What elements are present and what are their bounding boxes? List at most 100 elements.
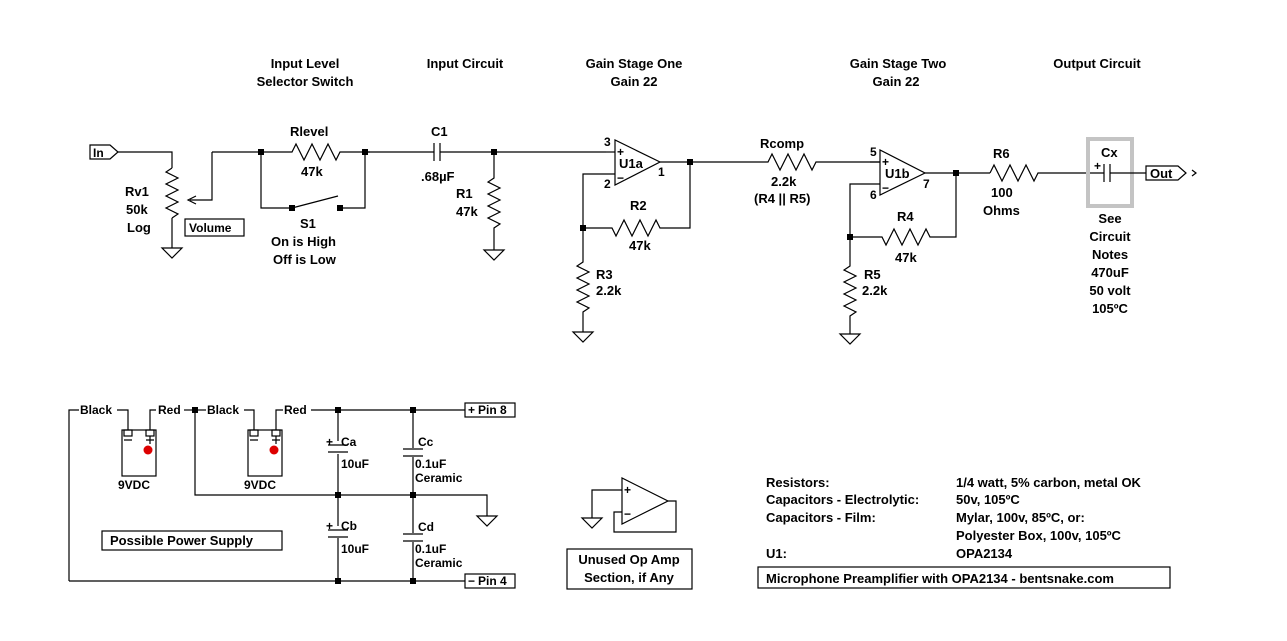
- rv1-potentiometer: Rv1 50k Log Volume: [125, 152, 245, 259]
- u1b-pin-minus: 6: [870, 188, 877, 202]
- footer-title: Microphone Preamplifier with OPA2134 - b…: [766, 571, 1114, 586]
- c1-value: .68µF: [421, 169, 455, 184]
- battery-1-icon: [121, 429, 157, 477]
- r3-value: 2.2k: [596, 283, 622, 298]
- cx-note-4: 470uF: [1091, 265, 1129, 280]
- notes-table: Resistors: 1/4 watt, 5% carbon, metal OK…: [757, 475, 1171, 589]
- rcomp-name: Rcomp: [760, 136, 804, 151]
- u1a-name: U1a: [619, 156, 644, 171]
- svg-text:−: −: [882, 181, 889, 195]
- note-label-electrolytic: Capacitors - Electrolytic:: [766, 492, 919, 507]
- pin4-sign: −: [468, 574, 475, 588]
- battery-1-label: 9VDC: [118, 478, 150, 492]
- svg-text:−: −: [624, 507, 631, 521]
- power-supply: Black Red Black Red 9VDC 9VDC: [68, 402, 516, 589]
- u1b-name: U1b: [885, 166, 910, 181]
- title-input-level-2: Selector Switch: [257, 74, 354, 89]
- note-value-electrolytic: 50v, 105ºC: [956, 492, 1020, 507]
- u1b-stage: + − U1b 5 6 7 R4 47k R5 2.2k: [838, 145, 990, 345]
- title-input-level-1: Input Level: [271, 56, 340, 71]
- input-port-label: In: [93, 146, 104, 160]
- svg-text:+: +: [326, 519, 333, 533]
- note-label-film: Capacitors - Film:: [766, 510, 876, 525]
- cx-note-5: 50 volt: [1089, 283, 1131, 298]
- input-port: In: [89, 144, 173, 168]
- note-label-u1: U1:: [766, 546, 787, 561]
- svg-text:+: +: [1094, 159, 1101, 173]
- ca-value: 10uF: [341, 457, 369, 471]
- s1-note-low: Off is Low: [273, 252, 337, 267]
- svg-text:−: −: [617, 171, 624, 185]
- c1-name: C1: [431, 124, 448, 139]
- u1b-pin-plus: 5: [870, 145, 877, 159]
- batt1-black-label: Black: [80, 403, 112, 417]
- r5-value: 2.2k: [862, 283, 888, 298]
- title-gain-two-value: Gain 22: [873, 74, 920, 89]
- r4-name: R4: [897, 209, 914, 224]
- unused-label-1: Unused Op Amp: [578, 552, 679, 567]
- u1b-pin-out: 7: [923, 177, 930, 191]
- note-value-u1: OPA2134: [956, 546, 1013, 561]
- cd-value: 0.1uF: [415, 542, 446, 556]
- rv1-taper: Log: [127, 220, 151, 235]
- u1a-pin-out: 1: [658, 165, 665, 179]
- rcomp-value: 2.2k: [771, 174, 797, 189]
- batt2-red-label: Red: [284, 403, 307, 417]
- rcomp-resistor: Rcomp 2.2k (R4 || R5): [720, 136, 880, 206]
- pin8-sign: +: [468, 403, 475, 417]
- s1-note-high: On is High: [271, 234, 336, 249]
- rv1-name: Rv1: [125, 184, 149, 199]
- note-value-film-alt: Polyester Box, 100v, 105ºC: [956, 528, 1122, 543]
- rlevel-value: 47k: [301, 164, 323, 179]
- note-value-film: Mylar, 100v, 85ºC, or:: [956, 510, 1085, 525]
- r4-value: 47k: [895, 250, 917, 265]
- title-output-circuit: Output Circuit: [1053, 56, 1141, 71]
- section-titles: Input Level Selector Switch Input Circui…: [257, 56, 1142, 89]
- s1-name: S1: [300, 216, 316, 231]
- cb-value: 10uF: [341, 542, 369, 556]
- ca-name: Ca: [341, 435, 357, 449]
- title-input-circuit: Input Circuit: [427, 56, 504, 71]
- svg-text:+: +: [882, 155, 889, 169]
- unused-opamp: + − Unused Op Amp Section, if Any: [566, 477, 693, 590]
- title-gain-stage-two: Gain Stage Two: [850, 56, 947, 71]
- batt2-black-label: Black: [207, 403, 239, 417]
- r2-name: R2: [630, 198, 647, 213]
- cx-note-3: Notes: [1092, 247, 1128, 262]
- title-gain-stage-one: Gain Stage One: [586, 56, 683, 71]
- svg-text:+: +: [617, 145, 624, 159]
- output-circuit: + Out R6 100 Ohms Cx See Circuit Notes 4…: [983, 137, 1197, 316]
- cx-note-6: 105ºC: [1092, 301, 1128, 316]
- battery-2-label: 9VDC: [244, 478, 276, 492]
- cx-note-2: Circuit: [1089, 229, 1131, 244]
- r1-value: 47k: [456, 204, 478, 219]
- cx-note-1: See: [1098, 211, 1121, 226]
- r6-unit: Ohms: [983, 203, 1020, 218]
- pin8-label: Pin 8: [478, 403, 507, 417]
- batt1-red-label: Red: [158, 403, 181, 417]
- rv1-volume-label: Volume: [189, 221, 232, 235]
- note-label-resistors: Resistors:: [766, 475, 830, 490]
- power-supply-label: Possible Power Supply: [110, 533, 254, 548]
- r1-name: R1: [456, 186, 473, 201]
- r5-name: R5: [864, 267, 881, 282]
- battery-2-icon: [247, 429, 283, 477]
- svg-text:+: +: [624, 483, 631, 497]
- cc-name: Cc: [418, 435, 434, 449]
- rlevel-name: Rlevel: [290, 124, 328, 139]
- r3-name: R3: [596, 267, 613, 282]
- u1a-pin-minus: 2: [604, 177, 611, 191]
- u1a-pin-plus: 3: [604, 135, 611, 149]
- cd-type: Ceramic: [415, 556, 463, 570]
- note-value-resistors: 1/4 watt, 5% carbon, metal OK: [956, 475, 1142, 490]
- rcomp-note: (R4 || R5): [754, 191, 810, 206]
- r6-value: 100: [991, 185, 1013, 200]
- input-circuit: C1 .68µF R1 47k: [365, 124, 606, 261]
- cx-name: Cx: [1101, 145, 1118, 160]
- r6-name: R6: [993, 146, 1010, 161]
- u1a-stage: + − U1a 3 2 1 R2 47k R3 2.2k: [571, 135, 720, 343]
- output-port-label: Out: [1150, 166, 1173, 181]
- cc-value: 0.1uF: [415, 457, 446, 471]
- cb-name: Cb: [341, 519, 357, 533]
